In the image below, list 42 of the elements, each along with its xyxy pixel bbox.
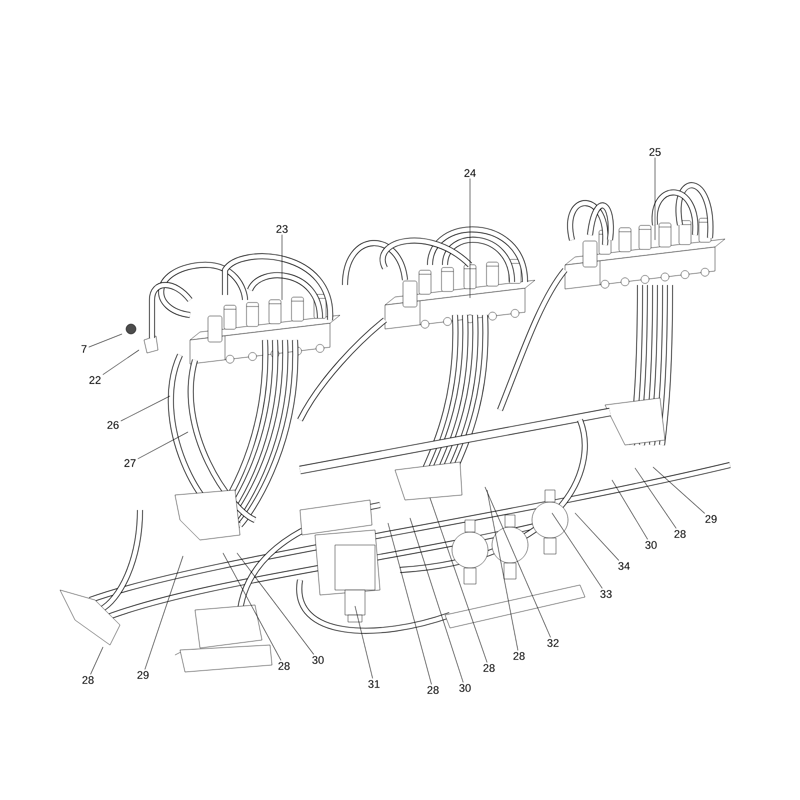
callout-number: 27: [124, 459, 136, 467]
leader-line: [354, 606, 373, 679]
leader-line: [120, 396, 170, 422]
leader-line: [634, 468, 676, 529]
leader-line: [144, 556, 184, 670]
leader-line: [102, 350, 140, 375]
leader-line: [430, 498, 488, 663]
callout-number: 30: [645, 541, 657, 549]
callout-number: 32: [547, 639, 559, 647]
callout-number: 30: [312, 656, 324, 664]
callout-number: 28: [513, 652, 525, 660]
callout-number: 28: [82, 676, 94, 684]
callout-number: 28: [674, 530, 686, 538]
callout-number: 29: [705, 515, 717, 523]
leader-line: [612, 480, 648, 540]
callout-number: 22: [89, 376, 101, 384]
leader-line: [552, 512, 603, 589]
callout-number: 29: [137, 671, 149, 679]
callout-number: 25: [649, 148, 661, 156]
callout-number: 28: [278, 662, 290, 670]
callout-number: 28: [427, 686, 439, 694]
callout-number: 34: [618, 562, 630, 570]
leader-line: [652, 466, 706, 514]
callout-number: 31: [368, 680, 380, 688]
leader-line: [236, 552, 314, 655]
leader-line: [574, 512, 620, 561]
callout-number: 26: [107, 421, 119, 429]
leader-line: [484, 486, 551, 638]
leader-line: [388, 522, 432, 685]
leader-line: [88, 334, 122, 348]
callout-number: 33: [600, 590, 612, 598]
leader-line: [410, 518, 464, 683]
leader-line: [90, 646, 104, 675]
leader-line: [486, 490, 518, 651]
callout-number: 24: [464, 169, 476, 177]
callout-number: 30: [459, 684, 471, 692]
callout-number: 23: [276, 225, 288, 233]
leader-line: [222, 552, 282, 661]
leader-line: [654, 157, 656, 240]
callout-number: 28: [483, 664, 495, 672]
leader-line: [138, 432, 188, 460]
callout-number: 7: [82, 345, 86, 353]
